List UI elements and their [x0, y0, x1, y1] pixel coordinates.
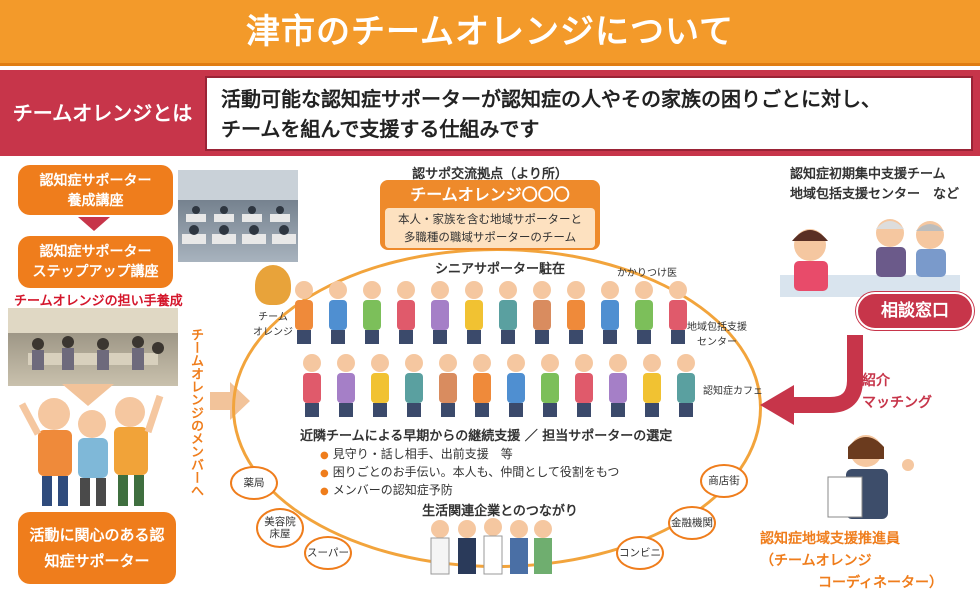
- supporter-figure: [363, 281, 381, 344]
- supporter-figure: [635, 281, 653, 344]
- senior-supporter-label: シニアサポーター駐在: [434, 262, 565, 277]
- supporter-figure: [541, 354, 559, 417]
- interested-line-2: 知症サポーター: [44, 552, 150, 570]
- business-shopping-street: 商店街: [700, 464, 748, 498]
- supporter-figure: [295, 281, 313, 344]
- team-orange-logo: [255, 265, 291, 305]
- supporter-figure: [601, 281, 619, 344]
- supporter-figure: [473, 354, 491, 417]
- definition-label: チームオレンジとは: [12, 101, 193, 125]
- stepup-course-box: 認知症サポーター ステップアップ講座: [18, 236, 173, 288]
- definition-line-2: チームを組んで支援する仕組みです: [221, 117, 540, 141]
- hub-caption: 認サポ交流拠点（より所）: [412, 167, 568, 182]
- hub-description: 本人・家族を含む地域サポーターと 多職種の職域サポーターのチーム: [385, 208, 595, 248]
- business-supermarket: スーパー: [304, 536, 352, 570]
- meeting-photo-illustration: [8, 308, 178, 370]
- supporter-figure: [575, 354, 593, 417]
- supporter-figure: [431, 281, 449, 344]
- interested-line-1: 活動に関心のある認: [29, 526, 165, 544]
- stepup-line-1: 認知症サポーター: [39, 244, 152, 260]
- hub-desc-line-2: 多職種の職域サポーターのチーム: [403, 230, 577, 244]
- supporter-figure: [609, 354, 627, 417]
- interested-supporter-box: 活動に関心のある認 知症サポーター: [18, 512, 176, 584]
- supporter-course-box: 認知症サポーター 養成講座: [18, 165, 173, 215]
- page-title: 津市のチームオレンジについて: [0, 0, 980, 66]
- hub-desc-line-1: 本人・家族を含む地域サポーターと: [398, 212, 582, 226]
- support-team-heading: 認知症初期集中支援チーム 地域包括支援センター など: [790, 165, 980, 205]
- supporter-figure: [643, 354, 661, 417]
- business-bank: 金融機関: [668, 506, 716, 540]
- coordinator-label: 認知症地域支援推進員 （チームオレンジ コーディネーター）: [760, 528, 980, 594]
- definition-box: 活動可能な認知症サポーターが認知症の人やその家族の困りごとに対し、 チームを組ん…: [205, 76, 973, 151]
- consultation-illustration: [780, 219, 960, 297]
- supporter-figure: [397, 281, 415, 344]
- hub-title: チームオレンジ〇〇〇: [410, 185, 570, 204]
- business-connection-label: 生活関連企業とのつながり: [422, 504, 578, 519]
- definition-line-1: 活動可能な認知症サポーターが認知症の人やその家族の困りごとに対し、: [221, 87, 881, 111]
- supporter-figure: [499, 281, 517, 344]
- supporter-figure: [329, 281, 347, 344]
- early-support-heading: 近隣チームによる早期からの継続支援 ／ 担当サポーターの選定: [300, 429, 673, 444]
- course-line-2: 養成講座: [67, 193, 124, 209]
- curved-arrow-icon: [760, 335, 863, 425]
- supporter-figure: [303, 354, 321, 417]
- family-doctor-label: かかりつけ医: [616, 268, 678, 279]
- supporter-figure: [465, 281, 483, 344]
- lecture-photo: [178, 170, 298, 262]
- business-salon: 美容院 床屋: [256, 508, 304, 548]
- team-orange-label: チーム オレンジ: [253, 312, 293, 338]
- stepup-line-2: ステップアップ講座: [32, 264, 159, 280]
- support-bullet-list: 見守り・話し相手、出前支援 等 困りごとのお手伝い。本人も、仲間として役割をもつ…: [320, 446, 700, 500]
- supporter-figure: [533, 281, 551, 344]
- consultation-desk-badge: 相談窓口: [856, 292, 974, 330]
- referral-matching-label: 紹介 マッチング: [862, 370, 962, 414]
- supporter-figure: [669, 281, 687, 344]
- supporter-figure: [507, 354, 525, 417]
- list-item: 見守り・話し相手、出前支援 等: [320, 446, 700, 464]
- dementia-cafe-label: 認知症カフェ: [703, 386, 763, 397]
- down-arrow-icon: [62, 384, 114, 406]
- supporter-figure: [677, 354, 695, 417]
- supporter-figure: [567, 281, 585, 344]
- leader-training-label: チームオレンジの担い手養成: [14, 294, 183, 309]
- supporter-figure: [405, 354, 423, 417]
- supporter-figure: [371, 354, 389, 417]
- coordinator-line-1: 認知症地域支援推進員: [760, 531, 900, 547]
- support-team-line-1: 認知症初期集中支援チーム: [790, 167, 946, 182]
- list-item: メンバーの認知症予防: [320, 482, 700, 500]
- list-item: 困りごとのお手伝い。本人も、仲間として役割をもつ: [320, 464, 700, 482]
- cheering-people-illustration: [18, 394, 164, 506]
- business-pharmacy: 薬局: [230, 466, 278, 500]
- business-convenience-store: コンビニ: [616, 536, 664, 570]
- support-team-line-2: 地域包括支援センター など: [790, 187, 960, 202]
- coordinator-illustration: [827, 435, 914, 519]
- meeting-photo: [8, 308, 178, 386]
- business-workers-illustration: [430, 518, 552, 575]
- supporters-illustration: [295, 281, 695, 417]
- lecture-photo-illustration: [178, 170, 298, 244]
- matching-label: マッチング: [862, 395, 932, 411]
- course-line-1: 認知症サポーター: [39, 173, 152, 189]
- coordinator-line-2: （チームオレンジ: [760, 553, 872, 569]
- community-center-label: 地域包括支援 センター: [687, 322, 747, 348]
- down-arrow-icon: [78, 217, 110, 231]
- supporter-figure: [337, 354, 355, 417]
- supporter-figure: [439, 354, 457, 417]
- coordinator-line-3: コーディネーター）: [818, 575, 944, 591]
- become-member-vertical-label: チームオレンジのメンバーへ: [188, 328, 203, 497]
- referral-label: 紹介: [862, 373, 890, 389]
